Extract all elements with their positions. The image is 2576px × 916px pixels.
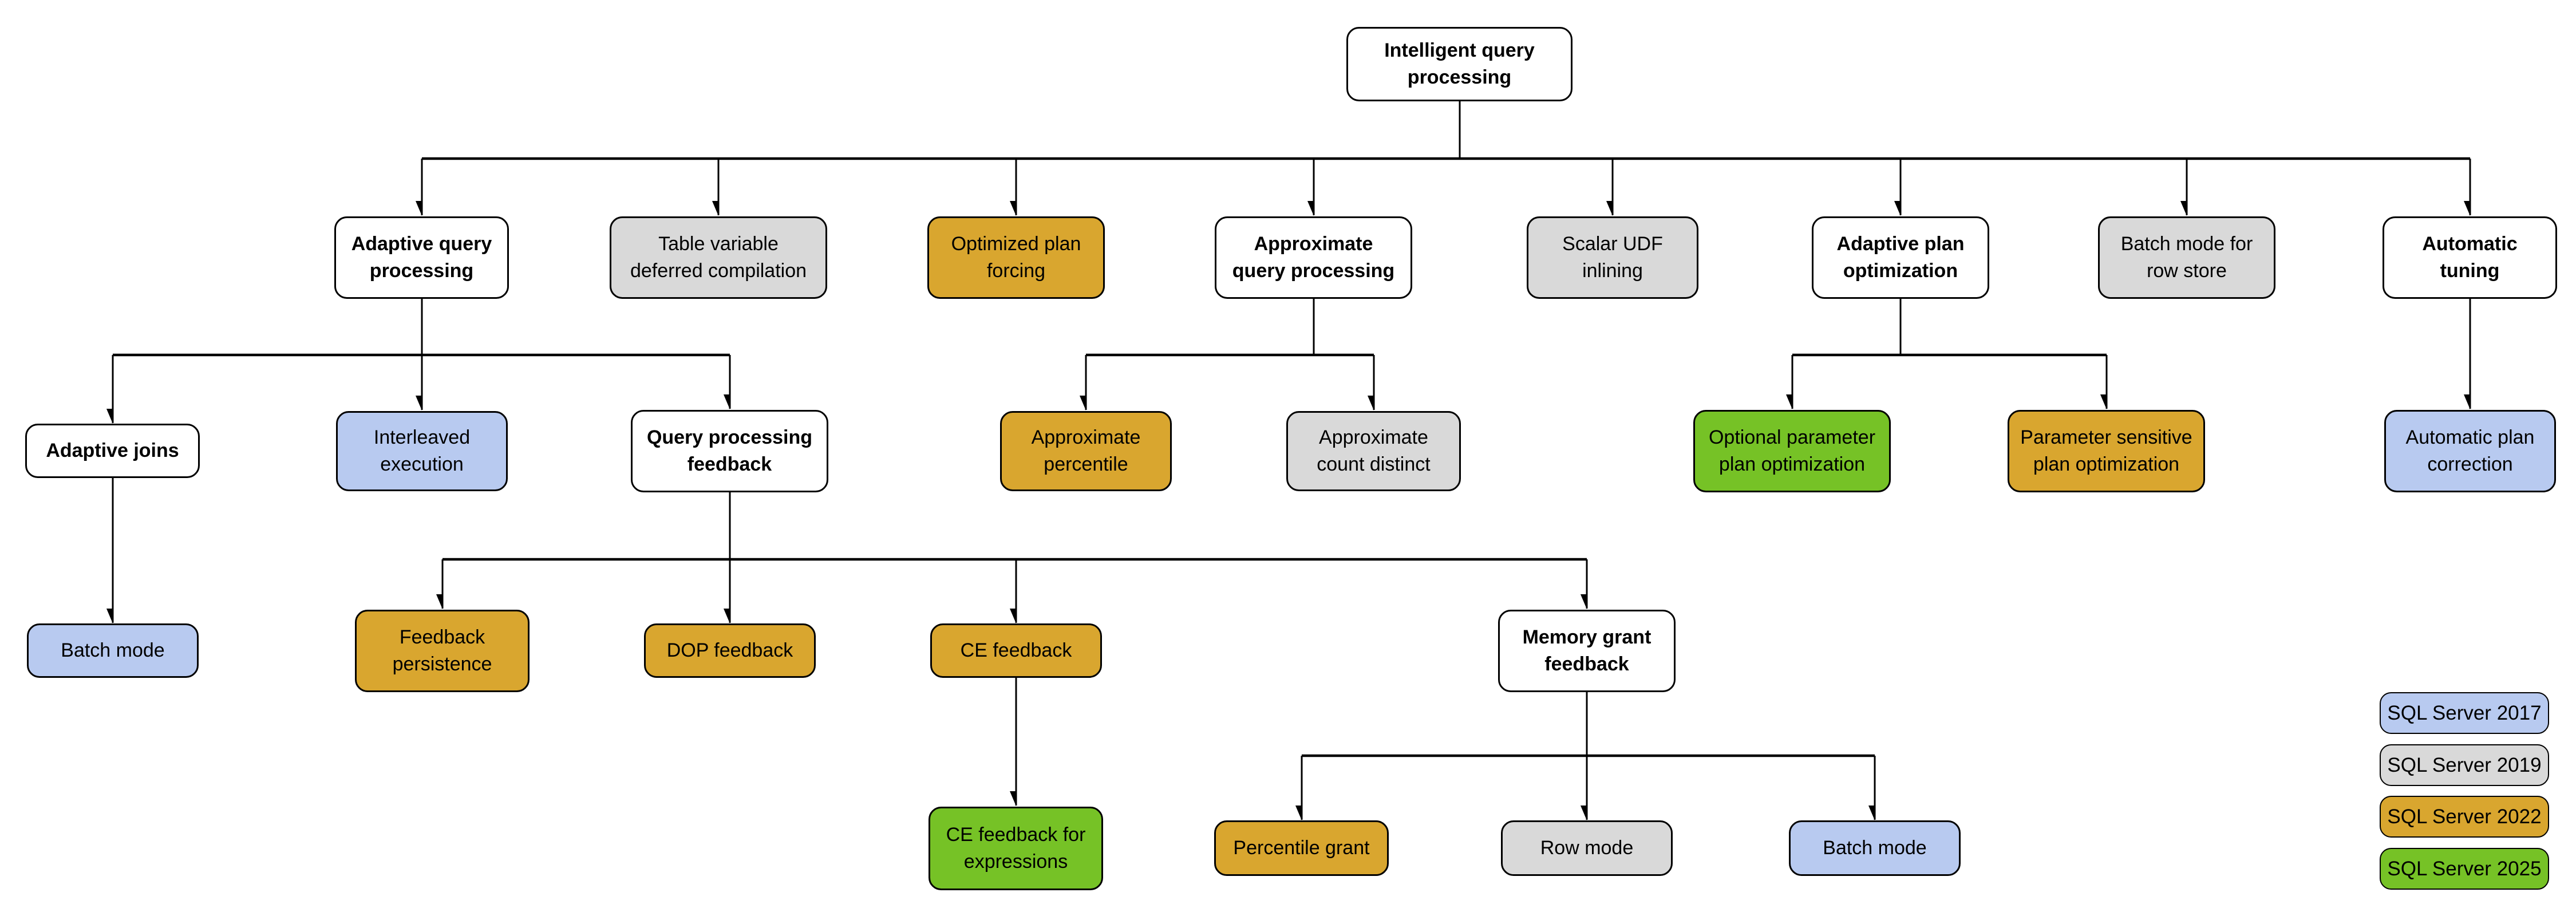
node-automatic-plan-correction: Automatic plan correction [2384, 410, 2556, 492]
node-approximate-percentile: Approximate percentile [1000, 411, 1172, 491]
node-adaptive-joins: Adaptive joins [25, 424, 200, 478]
node-batch-mode-for-row-store: Batch mode for row store [2098, 216, 2275, 299]
node-optional-parameter-plan-optimization: Optional parameter plan optimization [1693, 410, 1891, 492]
node-automatic-tuning: Automatic tuning [2383, 216, 2557, 299]
node-parameter-sensitive-plan-optimization: Parameter sensitive plan optimization [2008, 410, 2205, 492]
node-scalar-udf-inlining: Scalar UDF inlining [1527, 216, 1698, 299]
legend-sql-server-2025: SQL Server 2025 [2380, 848, 2549, 890]
node-query-processing-feedback: Query processing feedback [631, 410, 828, 492]
legend-sql-server-2019: SQL Server 2019 [2380, 744, 2549, 786]
node-dop-feedback: DOP feedback [644, 623, 816, 678]
node-row-mode: Row mode [1501, 820, 1673, 876]
node-batch-mode-adaptive-joins: Batch mode [27, 623, 199, 678]
node-feedback-persistence: Feedback persistence [355, 610, 530, 692]
node-batch-mode-memory-grant: Batch mode [1789, 820, 1961, 876]
legend-sql-server-2017: SQL Server 2017 [2380, 692, 2549, 734]
node-percentile-grant: Percentile grant [1214, 820, 1389, 876]
node-optimized-plan-forcing: Optimized plan forcing [927, 216, 1105, 299]
node-intelligent-query-processing: Intelligent query processing [1346, 27, 1573, 101]
node-adaptive-query-processing: Adaptive query processing [334, 216, 509, 299]
node-adaptive-plan-optimization: Adaptive plan optimization [1812, 216, 1989, 299]
legend-sql-server-2022: SQL Server 2022 [2380, 796, 2549, 838]
node-interleaved-execution: Interleaved execution [336, 411, 508, 491]
node-approximate-query-processing: Approximate query processing [1215, 216, 1412, 299]
node-ce-feedback-for-expressions: CE feedback for expressions [929, 807, 1103, 890]
node-approximate-count-distinct: Approximate count distinct [1286, 411, 1461, 491]
node-ce-feedback: CE feedback [930, 623, 1102, 678]
node-table-variable-deferred-compilation: Table variable deferred compilation [610, 216, 827, 299]
node-memory-grant-feedback: Memory grant feedback [1498, 610, 1676, 692]
